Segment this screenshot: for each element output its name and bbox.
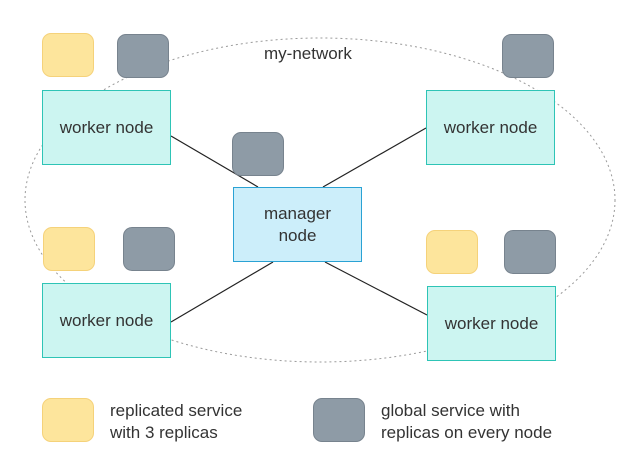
replicated-service-icon	[42, 33, 94, 77]
manager-node: manager node	[233, 187, 362, 262]
replicated-service-icon	[43, 227, 95, 271]
network-ellipse	[24, 37, 616, 363]
link-top-right	[322, 127, 427, 188]
global-service-icon	[504, 230, 556, 274]
legend-replicated-text: replicated service with 3 replicas	[110, 401, 243, 442]
worker-node-bottom-left: worker node	[42, 283, 171, 358]
legend-replicated-icon	[42, 398, 94, 442]
link-top-left	[170, 135, 259, 188]
global-service-icon	[502, 34, 554, 78]
network-label: my-network	[264, 44, 352, 63]
link-bottom-left	[170, 261, 274, 323]
worker-node-bottom-right: worker node	[427, 286, 556, 361]
link-bottom-right	[324, 261, 428, 316]
global-service-icon	[123, 227, 175, 271]
legend-global-text: global service with replicas on every no…	[381, 401, 553, 442]
replicated-service-icon	[426, 230, 478, 274]
global-service-icon	[232, 132, 284, 176]
worker-node-top-left: worker node	[42, 90, 171, 165]
global-service-icon	[117, 34, 169, 78]
worker-node-top-right: worker node	[426, 90, 555, 165]
legend-global-icon	[313, 398, 365, 442]
